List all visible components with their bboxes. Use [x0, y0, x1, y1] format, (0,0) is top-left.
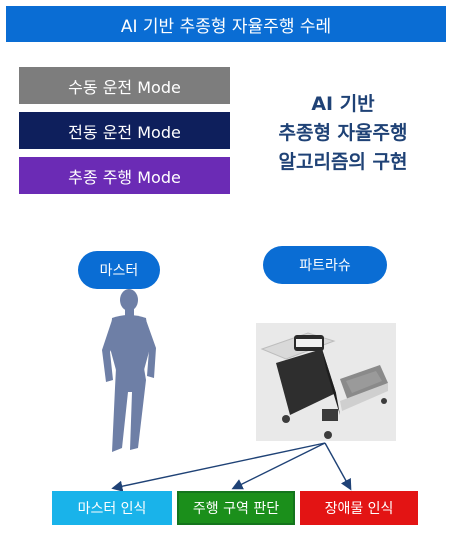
driving-zone-label: 주행 구역 판단 [192, 501, 280, 517]
cart-robot-image [256, 323, 396, 441]
obstacle-recognition-label: 장애물 인식 [324, 501, 394, 517]
title-banner: AI 기반 추종형 자율주행 수레 [6, 6, 446, 42]
master-recognition-label: 마스터 인식 [77, 501, 147, 517]
banner-title: AI 기반 추종형 자율주행 수레 [120, 16, 332, 37]
electric-mode-label: 전동 운전 Mode [68, 122, 181, 142]
obstacle-recognition-box: 장애물 인식 [300, 491, 418, 525]
master-recognition-box: 마스터 인식 [52, 491, 172, 525]
cart-robot-icon [256, 323, 396, 441]
manual-mode-label: 수동 운전 Mode [68, 77, 181, 97]
follow-mode-box: 추종 주행 Mode [19, 157, 230, 194]
heading-line-1: AI 기반 [311, 93, 375, 115]
person-silhouette-icon [102, 289, 156, 452]
partner-pill: 파트라슈 [263, 246, 387, 284]
manual-mode-box: 수동 운전 Mode [19, 67, 230, 104]
driving-zone-box: 주행 구역 판단 [177, 491, 295, 525]
heading-line-2: 추종형 자율주행 [278, 122, 408, 144]
electric-mode-box: 전동 운전 Mode [19, 112, 230, 149]
master-pill-label: 마스터 [99, 263, 139, 279]
partner-pill-label: 파트라슈 [299, 258, 351, 274]
heading-line-3: 알고리즘의 구현 [278, 151, 408, 173]
main-heading: AI 기반 추종형 자율주행 알고리즘의 구현 [238, 90, 448, 177]
follow-mode-label: 추종 주행 Mode [68, 167, 181, 187]
master-pill: 마스터 [78, 251, 160, 289]
